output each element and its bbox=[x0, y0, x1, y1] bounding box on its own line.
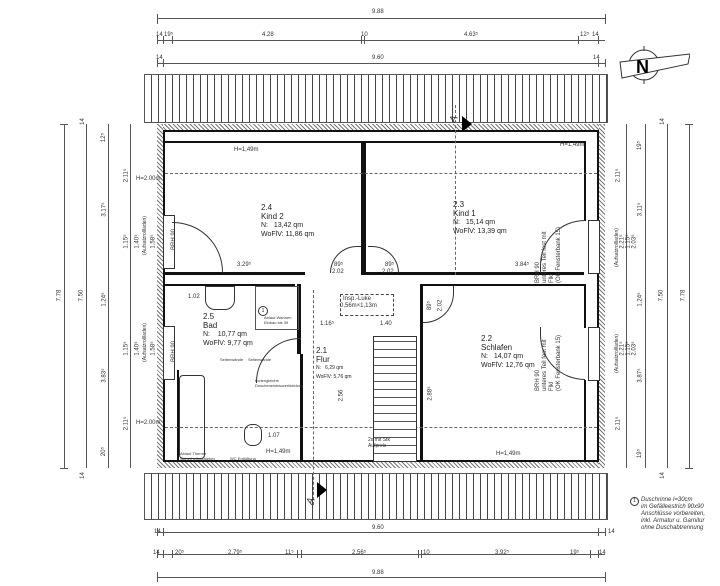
section-line-a-top bbox=[455, 105, 456, 275]
wall-kind1-bottom bbox=[366, 272, 584, 275]
wall-bathtub-side bbox=[177, 370, 179, 460]
toilet-icon bbox=[244, 424, 262, 446]
room-flur: 2.1 Flur N: 6,29 qm WoFlV: 5,76 qm bbox=[316, 346, 352, 380]
wall-right-upper bbox=[584, 141, 586, 221]
wall-flur-schlafen bbox=[420, 284, 423, 460]
outer-wall-left bbox=[157, 124, 163, 468]
wall-bad-flur-lower bbox=[300, 354, 303, 460]
svg-text:A: A bbox=[305, 495, 318, 507]
window-schlafen bbox=[588, 327, 600, 381]
north-arrow-icon: N bbox=[618, 40, 691, 90]
inner-wall-left bbox=[163, 130, 165, 462]
svg-text:A: A bbox=[448, 113, 461, 125]
shower-tray-icon bbox=[255, 286, 299, 330]
room-height-kind2: H=1,49m bbox=[234, 147, 259, 153]
section-line-a-bottom bbox=[313, 290, 314, 505]
door-kind2[interactable] bbox=[172, 222, 223, 273]
outer-wall-right bbox=[599, 124, 605, 468]
staircase[interactable] bbox=[373, 336, 417, 462]
wall-kind2-top bbox=[165, 141, 361, 143]
wall-right-lower bbox=[584, 380, 586, 462]
outer-wall-top bbox=[157, 124, 605, 130]
footnote-marker-in-plan: 1 bbox=[258, 306, 268, 316]
room-schlafen: 2.2 Schlafen N: 14,07 qm WoFlV: 12,76 qm bbox=[481, 334, 535, 369]
bathtub-icon bbox=[179, 375, 205, 459]
wall-kind2-bottom bbox=[165, 272, 305, 275]
room-bad: 2.5 Bad N: 10,77 qm WoFlV: 9,77 qm bbox=[203, 312, 253, 347]
wall-kind2-kind1 bbox=[361, 141, 366, 275]
room-kind2: 2.4 Kind 2 N: 13,42 qm WoFlV: 11,86 qm bbox=[261, 203, 315, 238]
footnote: 1 Duschrinne l=30cm im Gefälleestrich 90… bbox=[630, 497, 705, 532]
roof-eave-top bbox=[144, 74, 608, 123]
window-kind1 bbox=[588, 220, 600, 274]
wall-right-mid bbox=[584, 284, 586, 328]
room-kind1: 2.3 Kind 1 N: 15,14 qm WoFlV: 13,39 qm bbox=[453, 200, 507, 235]
inspection-hatch[interactable] bbox=[340, 294, 394, 316]
wall-kind1-top bbox=[366, 141, 584, 143]
wall-bad-top bbox=[165, 284, 295, 286]
window-bad bbox=[163, 326, 175, 380]
window-note-kind1: BRH 90 unteres Teil fest mit Flkl (OK Fe… bbox=[535, 226, 562, 283]
roof-eave-bottom bbox=[144, 473, 608, 520]
sink-icon bbox=[205, 286, 235, 310]
room-height-kind1: H=1,49m bbox=[560, 142, 585, 148]
window-note-schlafen: BRH 90 unteres Teil fest mit Flkl (OK Fe… bbox=[535, 334, 562, 391]
inner-wall-top bbox=[163, 130, 599, 132]
wall-bad-flur bbox=[297, 284, 301, 354]
svg-text:N: N bbox=[636, 57, 649, 77]
knee-wall-line-top bbox=[165, 173, 597, 174]
section-marker-top-icon: A bbox=[448, 108, 478, 143]
inner-wall-right bbox=[597, 130, 599, 462]
section-marker-bottom-icon: A bbox=[305, 480, 335, 515]
outer-wall-bottom bbox=[157, 462, 605, 468]
dim-kind2-wall: 3.29⁵ bbox=[237, 262, 252, 268]
wall-schlafen-top bbox=[423, 284, 584, 286]
